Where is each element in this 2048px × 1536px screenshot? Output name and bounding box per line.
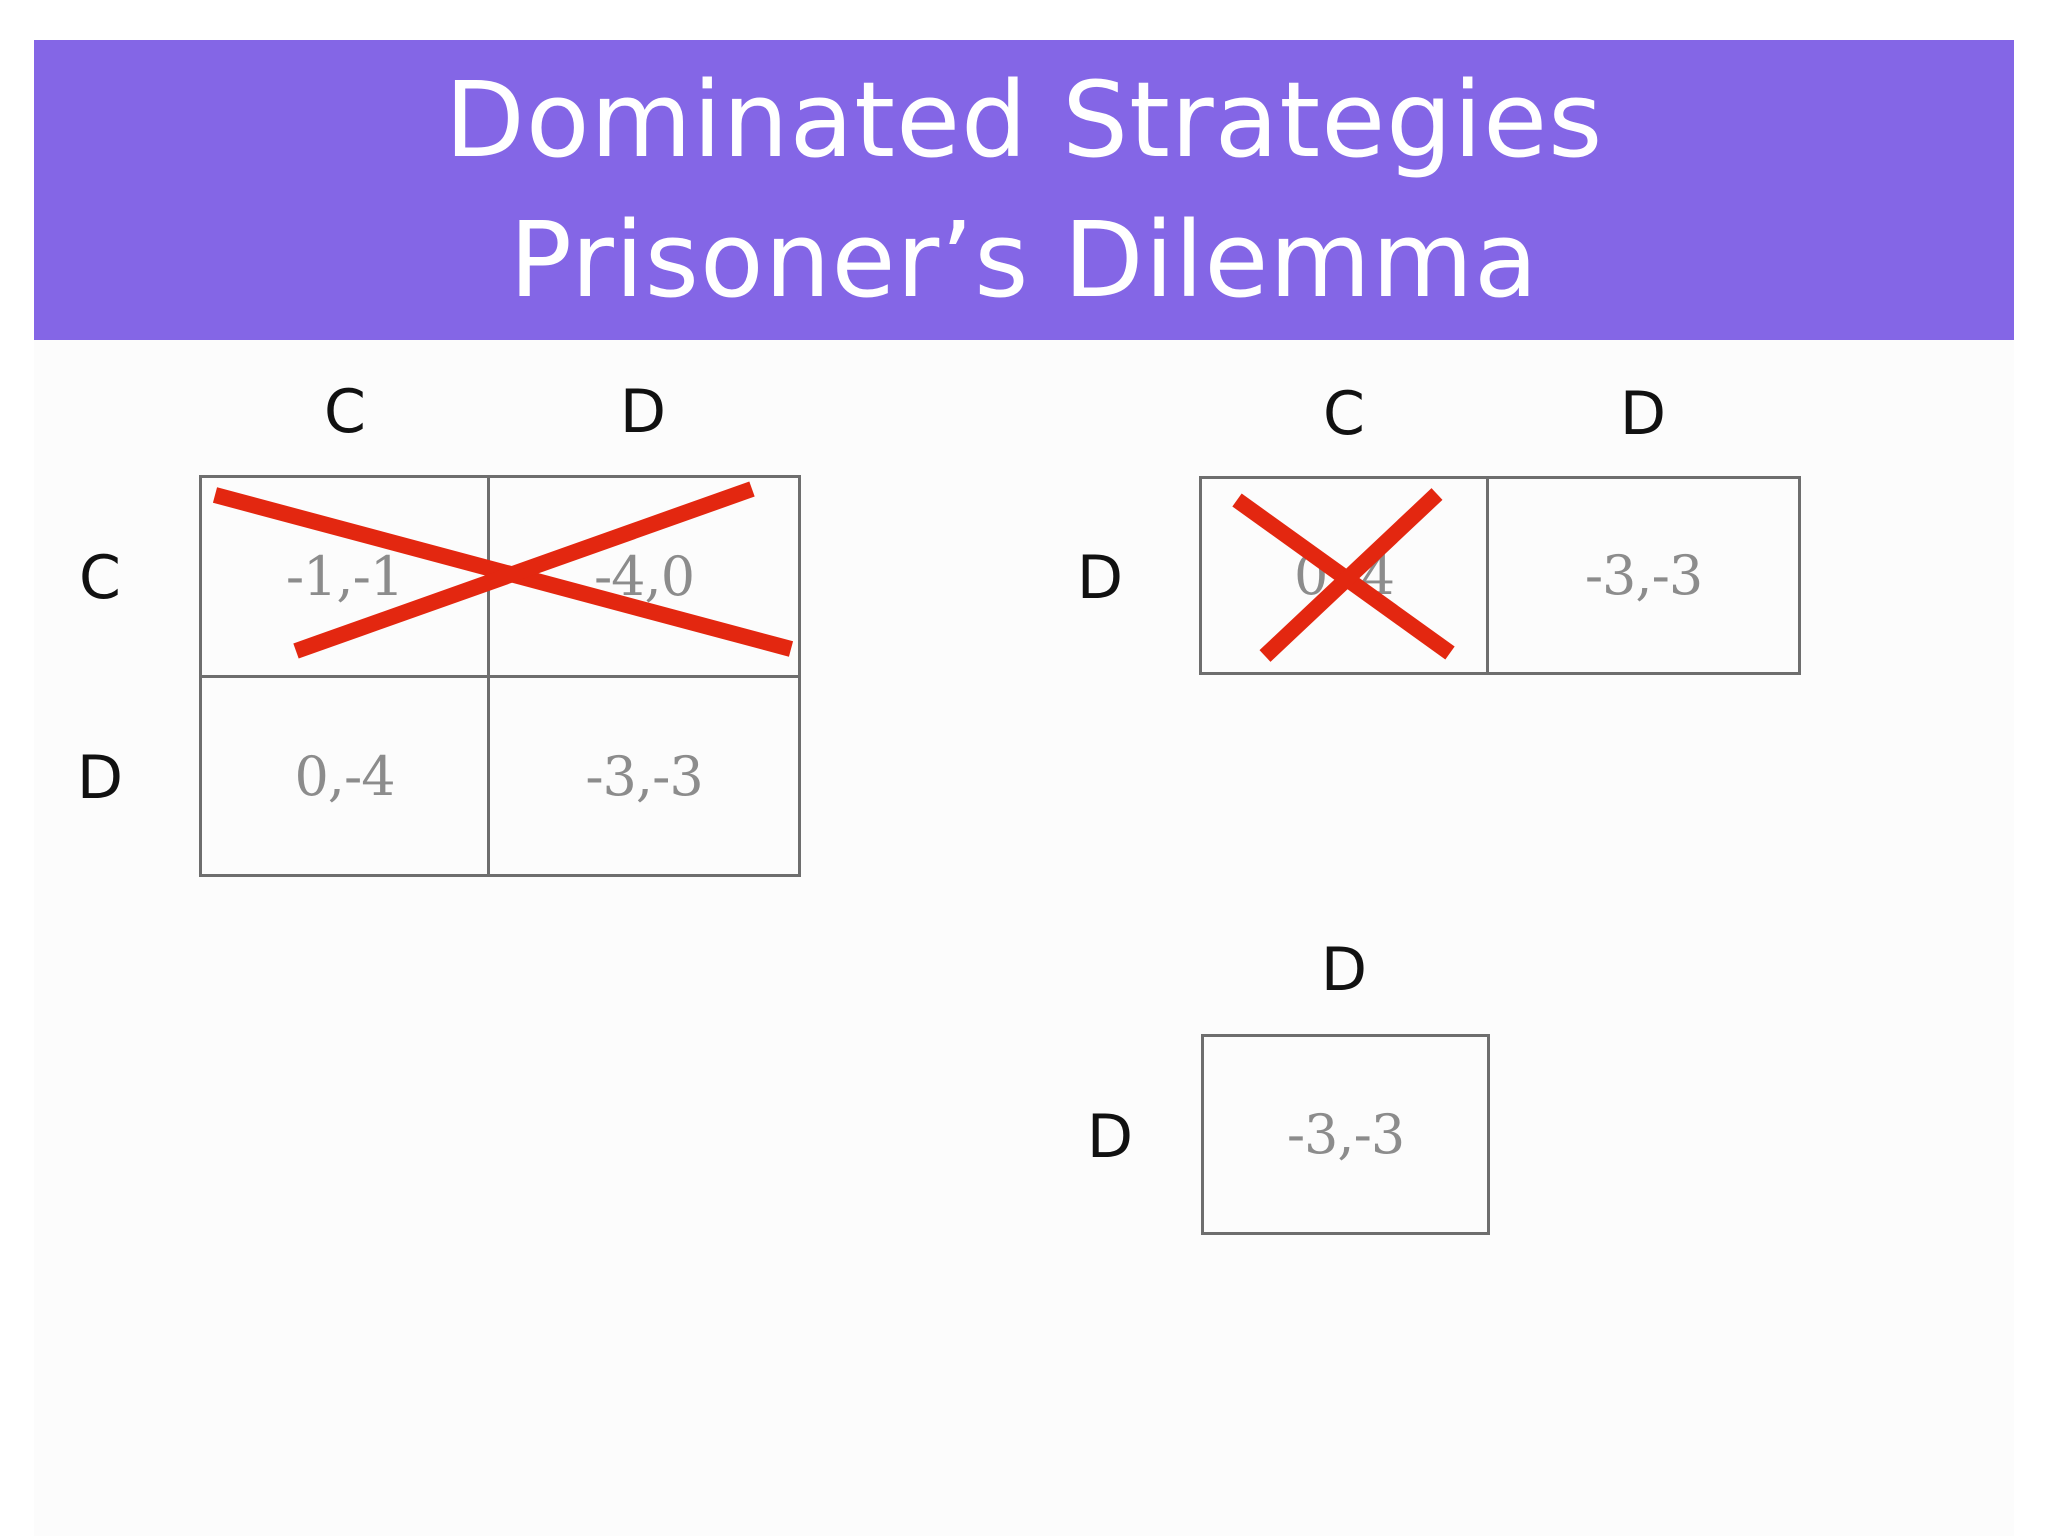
title-line-1: Dominated Strategies <box>444 59 1604 181</box>
row-header-d: D <box>1086 1102 1134 1172</box>
row-header-d: D <box>76 743 124 813</box>
row-header-c: C <box>79 543 121 613</box>
payoff-cell-cd: -4,0 <box>487 475 801 678</box>
payoff-cell-dd: -3,-3 <box>1201 1034 1490 1235</box>
title-line-2: Prisoner’s Dilemma <box>509 199 1539 321</box>
payoff-cell-dc: 0,-4 <box>1199 476 1489 675</box>
payoff-cell-dd: -3,-3 <box>487 675 801 877</box>
payoff-cell-cc: -1,-1 <box>199 475 490 678</box>
col-header-c: C <box>324 377 366 447</box>
title-banner: Dominated Strategies Prisoner’s Dilemma <box>34 40 2014 340</box>
payoff-cell-dd: -3,-3 <box>1486 476 1801 675</box>
col-header-d: D <box>1320 935 1368 1005</box>
row-header-d: D <box>1076 543 1124 613</box>
col-header-d: D <box>619 377 667 447</box>
col-header-d: D <box>1619 379 1667 449</box>
payoff-cell-dc: 0,-4 <box>199 675 490 877</box>
col-header-c: C <box>1323 379 1365 449</box>
